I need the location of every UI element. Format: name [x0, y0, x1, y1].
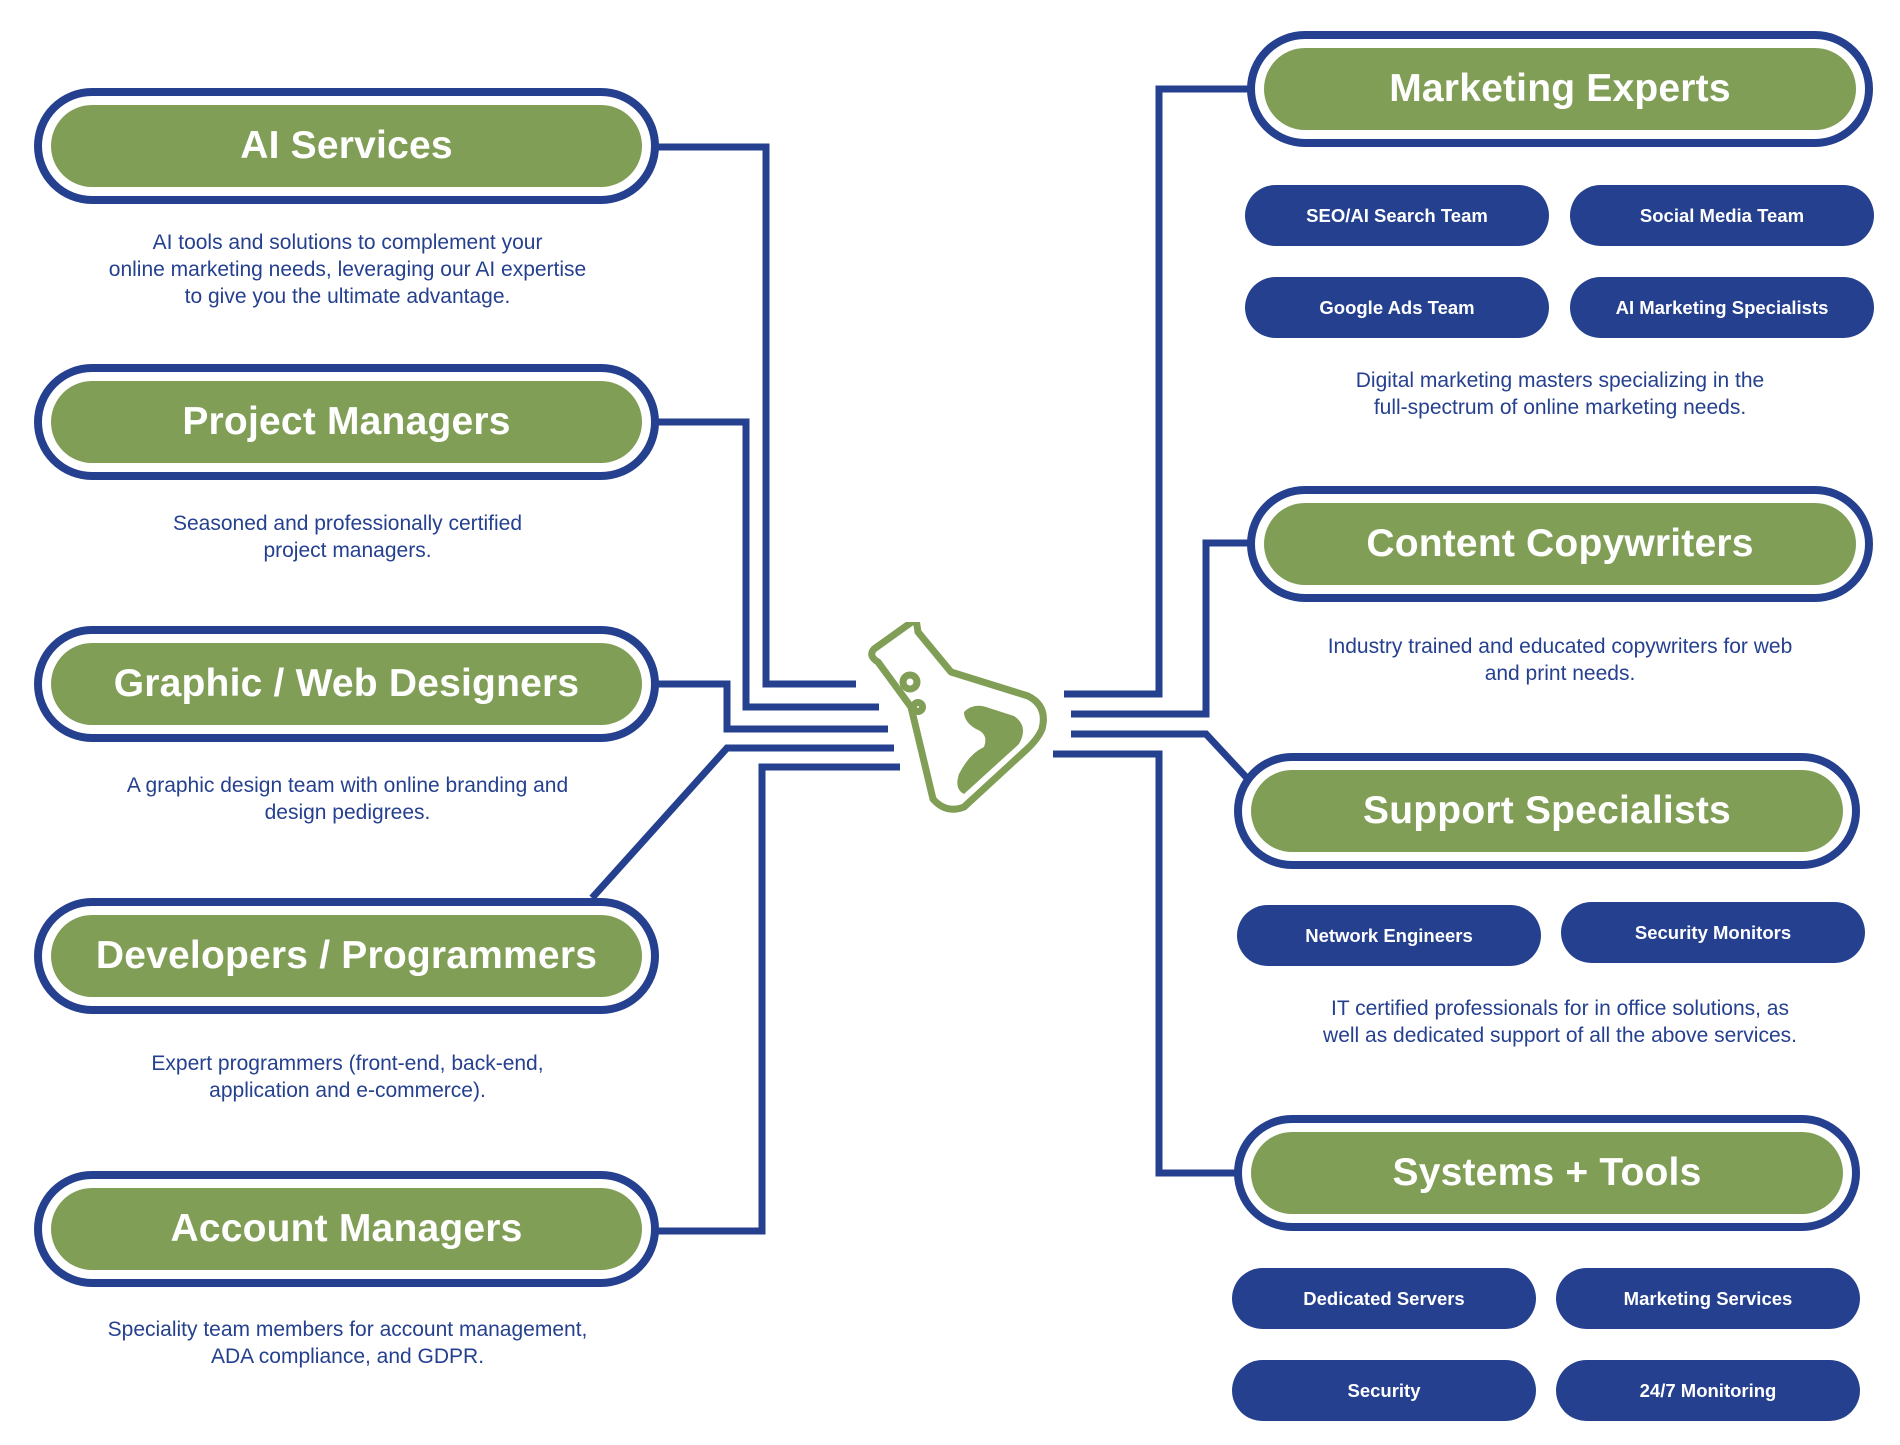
pill-account-managers[interactable]: Account Managers	[34, 1171, 659, 1287]
connector-ai-services	[657, 143, 856, 688]
tag-network-engineers[interactable]: Network Engineers	[1237, 905, 1541, 966]
pill-title: Content Copywriters	[1264, 503, 1856, 585]
tag-security[interactable]: Security	[1232, 1360, 1536, 1421]
description-developers-programmers: Expert programmers (front-end, back-end,…	[151, 1052, 544, 1102]
pill-graphic-web-designers[interactable]: Graphic / Web Designers	[34, 626, 659, 742]
pill-project-managers[interactable]: Project Managers	[34, 364, 659, 480]
tag-google-ads-team[interactable]: Google Ads Team	[1245, 277, 1549, 338]
connector-content-copywriters	[1071, 539, 1250, 718]
pill-systems-tools[interactable]: Systems + Tools	[1234, 1115, 1860, 1231]
description-content-copywriters: Industry trained and educated copywriter…	[1327, 635, 1793, 685]
description-project-managers: Seasoned and professionally certified pr…	[172, 512, 523, 562]
description-account-managers: Speciality team members for account mana…	[107, 1318, 588, 1368]
description-marketing-experts: Digital marketing masters specializing i…	[1355, 369, 1765, 419]
pill-content-copywriters[interactable]: Content Copywriters	[1247, 486, 1873, 602]
tag-seo-ai-search-team[interactable]: SEO/AI Search Team	[1245, 185, 1549, 246]
pill-marketing-experts[interactable]: Marketing Experts	[1247, 31, 1873, 147]
connector-developers-programmers	[589, 744, 894, 901]
description-graphic-web-designers: A graphic design team with online brandi…	[126, 774, 569, 824]
pill-title: Support Specialists	[1251, 770, 1843, 852]
pill-title: Marketing Experts	[1264, 48, 1856, 130]
pill-title: AI Services	[51, 105, 642, 187]
pill-ai-services[interactable]: AI Services	[34, 88, 659, 204]
description-support-specialists: IT certified professionals for in office…	[1323, 997, 1797, 1047]
flask-icon	[868, 622, 1047, 813]
connector-systems-tools	[1053, 750, 1236, 1177]
tag-social-media-team[interactable]: Social Media Team	[1570, 185, 1874, 246]
pill-title: Graphic / Web Designers	[51, 643, 642, 725]
connector-graphic-web-designers	[657, 680, 888, 733]
pill-title: Systems + Tools	[1251, 1132, 1843, 1214]
description-ai-services: AI tools and solutions to complement you…	[108, 231, 587, 308]
connector-account-managers	[657, 763, 900, 1235]
tag-24-7-monitoring[interactable]: 24/7 Monitoring	[1556, 1360, 1860, 1421]
pill-developers-programmers[interactable]: Developers / Programmers	[34, 898, 659, 1014]
tag-ai-marketing-specialists[interactable]: AI Marketing Specialists	[1570, 277, 1874, 338]
tag-security-monitors[interactable]: Security Monitors	[1561, 902, 1865, 963]
pill-title: Project Managers	[51, 381, 642, 463]
connector-support-specialists	[1071, 730, 1249, 780]
connector-project-managers	[657, 418, 879, 711]
tag-marketing-services[interactable]: Marketing Services	[1556, 1268, 1860, 1329]
pill-support-specialists[interactable]: Support Specialists	[1234, 753, 1860, 869]
pill-title: Account Managers	[51, 1188, 642, 1270]
tag-dedicated-servers[interactable]: Dedicated Servers	[1232, 1268, 1536, 1329]
connector-marketing-experts	[1064, 85, 1250, 698]
pill-title: Developers / Programmers	[51, 915, 642, 997]
